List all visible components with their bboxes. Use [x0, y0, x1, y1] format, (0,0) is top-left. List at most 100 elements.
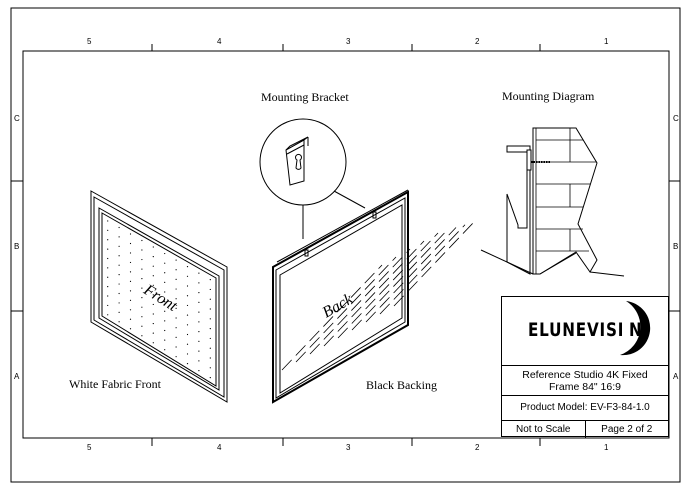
product-title: Reference Studio 4K Fixed Frame 84" 16:9 — [502, 366, 668, 396]
back-frame — [272, 189, 475, 404]
fabric-dot — [164, 310, 166, 312]
fabric-dot — [164, 262, 166, 264]
fabric-dot — [129, 242, 132, 245]
fabric-dot — [164, 291, 166, 293]
fabric-dot — [129, 299, 132, 301]
fabric-dot — [107, 220, 109, 222]
backing-hatch-line — [379, 224, 466, 315]
fabric-dot — [186, 285, 189, 287]
fabric-dot — [152, 342, 154, 344]
backing-hatch-line — [337, 232, 439, 339]
fabric-dot — [141, 268, 143, 270]
fabric-dot — [198, 331, 200, 333]
fabric-dot — [141, 335, 143, 337]
fabric-dot — [175, 269, 177, 271]
fabric-dot — [152, 332, 154, 334]
mounting-diagram-label: Mounting Diagram — [502, 89, 595, 103]
fabric-dot — [164, 339, 166, 341]
outer-border — [10, 7, 681, 483]
fabric-dot — [164, 301, 166, 303]
zone-col-1-bottom: 1 — [604, 443, 609, 452]
fabric-dot — [141, 258, 143, 261]
zone-col-2-top: 2 — [475, 37, 480, 46]
fabric-dot — [118, 274, 120, 276]
crescent-moon-icon — [620, 301, 651, 356]
fabric-dot — [107, 239, 109, 241]
fabric-dot — [152, 256, 154, 258]
fabric-dot — [129, 309, 132, 311]
fabric-dot — [175, 298, 177, 300]
fabric-dot — [186, 363, 189, 365]
fabric-dot — [107, 314, 109, 316]
zone-row-a-right: A — [673, 372, 679, 381]
fabric-dot — [118, 255, 120, 257]
fabric-dot — [141, 239, 143, 242]
logo-text-left: ELUNEVISI — [528, 319, 625, 341]
zone-col-4-bottom: 4 — [217, 443, 222, 452]
fabric-dot — [198, 360, 200, 362]
front-label: Front — [140, 281, 181, 315]
fabric-dot — [141, 287, 143, 289]
fabric-dot — [141, 325, 143, 327]
fabric-dot — [141, 297, 143, 299]
title-line-1: Reference Studio 4K Fixed — [522, 369, 648, 381]
scale-note: Not to Scale — [502, 421, 586, 438]
black-backing-label: Black Backing — [366, 378, 437, 392]
fabric-dot — [152, 294, 154, 296]
fabric-dot — [198, 340, 200, 342]
fabric-dot — [164, 252, 166, 255]
mounting-bracket-label: Mounting Bracket — [261, 90, 349, 104]
fabric-dot — [186, 266, 189, 268]
fabric-dot — [186, 343, 189, 345]
fabric-dot — [198, 301, 200, 303]
title-line-2: Frame 84" 16:9 — [548, 381, 621, 393]
fabric-dot — [164, 329, 166, 332]
fabric-dot — [118, 311, 120, 313]
inner-border — [22, 50, 670, 439]
fabric-dot — [107, 248, 109, 250]
product-model: Product Model: EV-F3-84-1.0 — [502, 396, 668, 421]
fabric-dot — [141, 306, 143, 308]
zone-col-5-bottom: 5 — [87, 443, 92, 452]
fabric-dot — [129, 261, 132, 264]
fabric-dot — [152, 284, 154, 286]
fabric-dot — [198, 370, 200, 372]
fabric-dot — [129, 271, 132, 273]
fabric-dot — [198, 282, 200, 284]
fabric-dot — [175, 288, 177, 290]
fabric-dot — [186, 324, 189, 326]
back-label: Back — [320, 290, 357, 321]
fabric-dot — [209, 357, 211, 359]
fabric-dot — [175, 356, 177, 358]
fabric-dot — [198, 272, 200, 274]
fabric-dot — [198, 292, 200, 294]
fabric-dot — [209, 337, 211, 340]
fabric-dot — [141, 249, 143, 251]
fabric-dot — [175, 327, 177, 329]
fabric-dot — [129, 318, 132, 320]
fabric-dot — [118, 302, 120, 304]
fabric-dot — [209, 308, 211, 310]
fabric-dot — [209, 298, 211, 300]
fabric-dot — [118, 264, 120, 266]
fabric-dot — [152, 275, 154, 277]
zone-ticks — [11, 44, 680, 446]
zone-col-4-top: 4 — [217, 37, 222, 46]
backing-hatch-line — [351, 229, 448, 331]
fabric-dot — [152, 265, 154, 267]
fabric-dot — [186, 295, 189, 297]
fabric-dot — [107, 295, 109, 297]
backing-hatch-line — [323, 240, 425, 347]
logo-text-right: N — [629, 319, 643, 341]
fabric-dot — [198, 350, 200, 352]
fabric-dot — [175, 346, 177, 348]
logo: ELUNEVISI N — [502, 297, 668, 366]
fabric-dot — [175, 307, 177, 309]
fabric-dot — [175, 278, 177, 280]
backing-hatch-line — [309, 248, 411, 355]
backing-hatch-line — [295, 256, 397, 363]
zone-col-2-bottom: 2 — [475, 443, 480, 452]
fabric-dot — [209, 328, 211, 330]
fabric-dot — [186, 333, 189, 336]
